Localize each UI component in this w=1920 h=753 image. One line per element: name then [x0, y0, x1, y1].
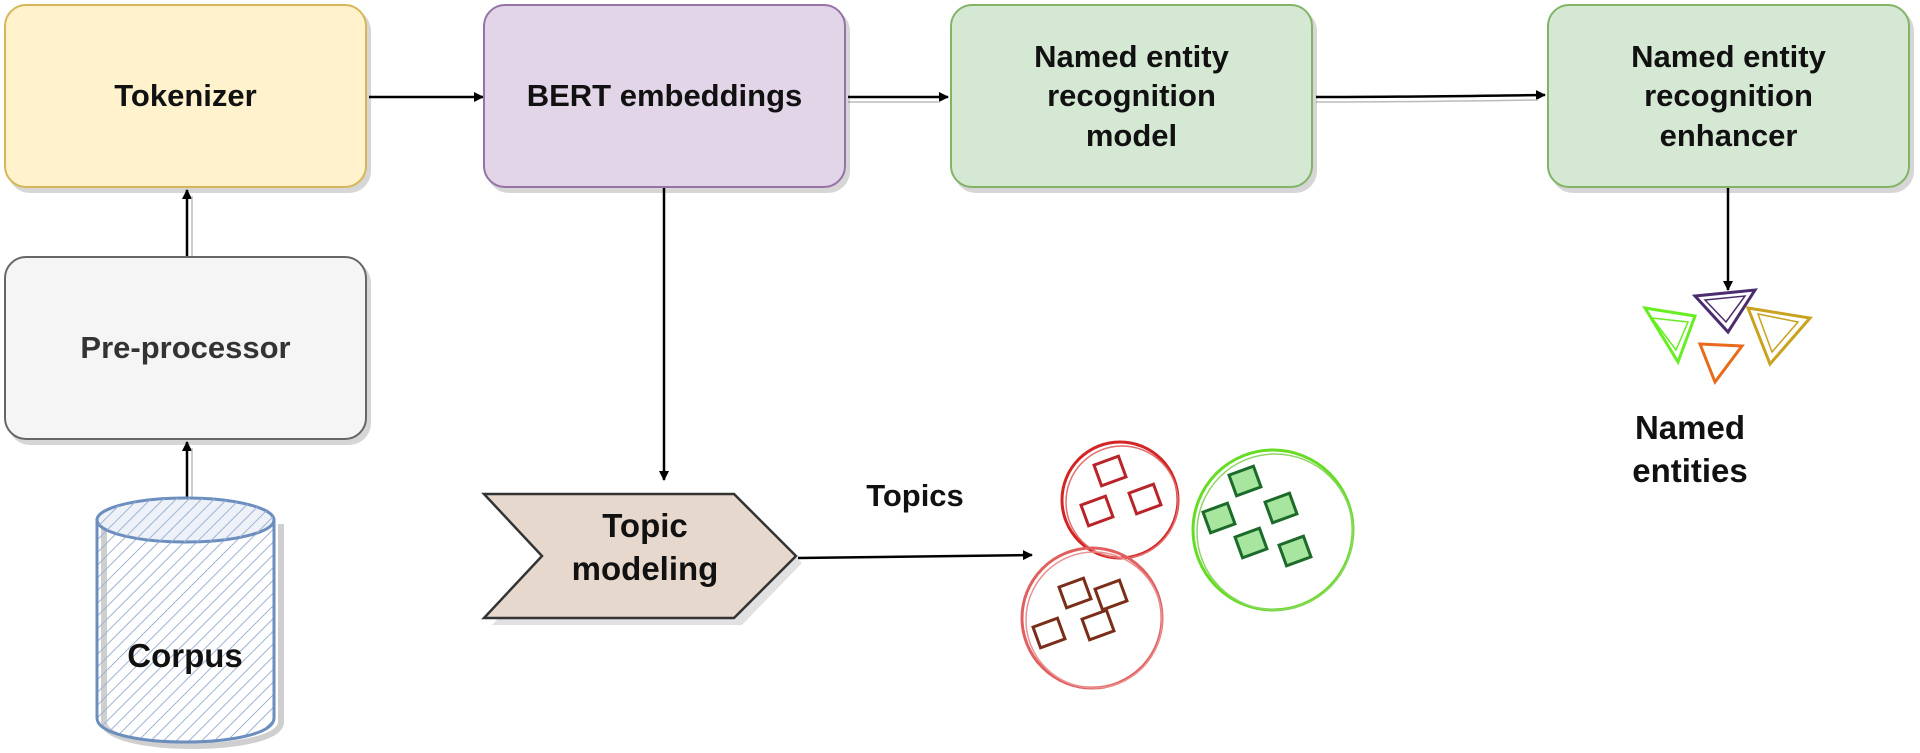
named-entities-label: Named entities [1632, 409, 1748, 489]
corpus-label: Corpus [127, 637, 243, 674]
topics-label: Topics [866, 478, 964, 513]
topic-cluster-red [1060, 440, 1180, 560]
bert-embeddings-node: BERT embeddings [483, 4, 846, 188]
ner-model-node: Named entity recognition model [950, 4, 1313, 188]
named-entity-triangles [1642, 288, 1813, 386]
preprocessor-label: Pre-processor [80, 330, 291, 366]
edge-topic-modeling-to-topics [797, 550, 1033, 561]
ner-enhancer-node: Named entity recognition enhancer [1547, 4, 1910, 188]
preprocessor-node: Pre-processor [4, 256, 367, 440]
ner-model-label: Named entity recognition model [1034, 38, 1229, 153]
corpus-cylinder [95, 496, 284, 749]
topic-cluster-salmon [1020, 546, 1164, 690]
topic-modeling-shape [481, 492, 802, 625]
topic-modeling-label: Topic modeling [571, 507, 719, 587]
edge-ner-model-to-enhancer [1315, 90, 1546, 103]
edge-bert-to-ner-model [848, 92, 949, 103]
topic-cluster-green [1191, 448, 1355, 612]
bert-embeddings-label: BERT embeddings [526, 78, 803, 114]
tokenizer-label: Tokenizer [114, 78, 257, 114]
ner-enhancer-label: Named entity recognition enhancer [1631, 38, 1826, 153]
tokenizer-node: Tokenizer [4, 4, 367, 188]
edge-corpus-to-preprocessor [182, 441, 193, 498]
edge-preprocessor-to-tokenizer [182, 189, 193, 256]
